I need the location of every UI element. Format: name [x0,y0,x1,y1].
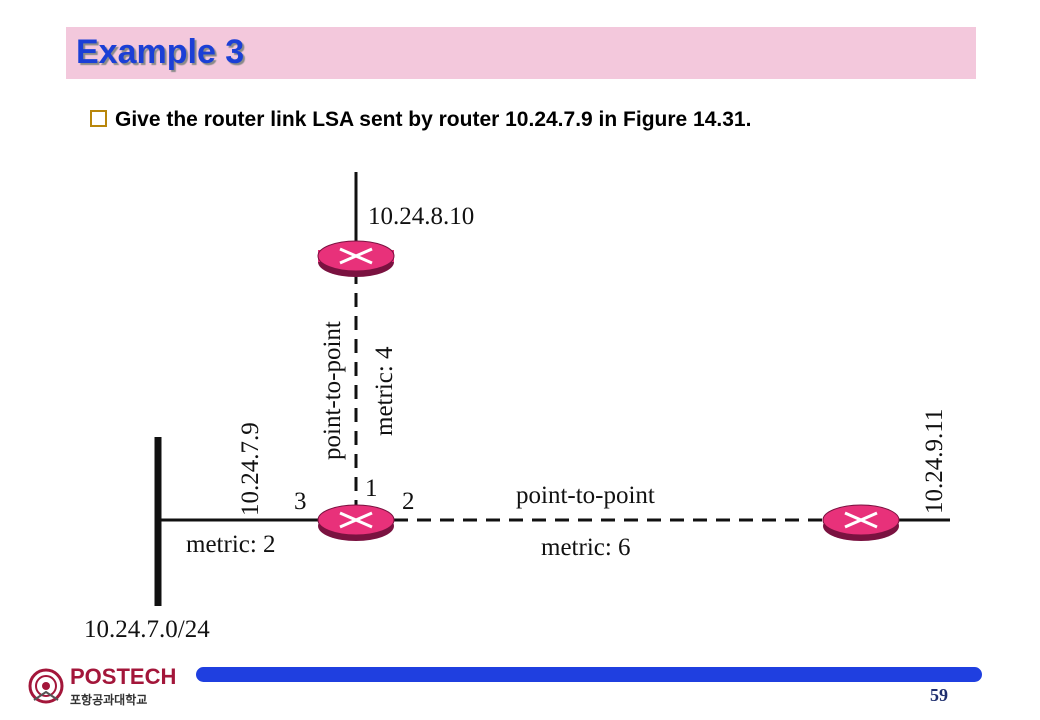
router-top-address: 10.24.8.10 [368,203,474,230]
router-center-address: 10.24.7.9 [237,422,264,516]
network-address-label: 10.24.7.0/24 [84,616,210,643]
page-number: 59 [930,685,948,705]
vertical-link-type-label: point-to-point [319,321,346,460]
network-link-metric-label: metric: 2 [186,531,276,558]
postech-emblem-icon [28,668,64,704]
square-bullet-icon [90,109,107,127]
logo-wordmark: POSTECH [70,664,177,689]
interface-1-label: 1 [365,475,378,502]
bullet-item: Give the router link LSA sent by router … [90,108,751,132]
slide-title: Example 3 [76,33,245,71]
router-right-address: 10.24.9.11 [921,409,948,514]
postech-logo: POSTECH 포항공과대학교 [28,664,178,712]
interface-3-label: 3 [294,488,307,515]
bullet-text: Give the router link LSA sent by router … [115,108,752,131]
vertical-link-metric-label: metric: 4 [371,346,398,436]
router-icon-top [317,240,395,277]
logo-subtitle: 포항공과대학교 [70,693,148,707]
router-icon-center [317,504,395,541]
horizontal-link-type-label: point-to-point [516,482,655,509]
horizontal-link-metric-label: metric: 6 [541,534,631,561]
router-icon-right [822,504,900,541]
interface-2-label: 2 [402,488,415,515]
title-bar: Example 3 [66,27,976,79]
footer-bar [196,667,982,682]
